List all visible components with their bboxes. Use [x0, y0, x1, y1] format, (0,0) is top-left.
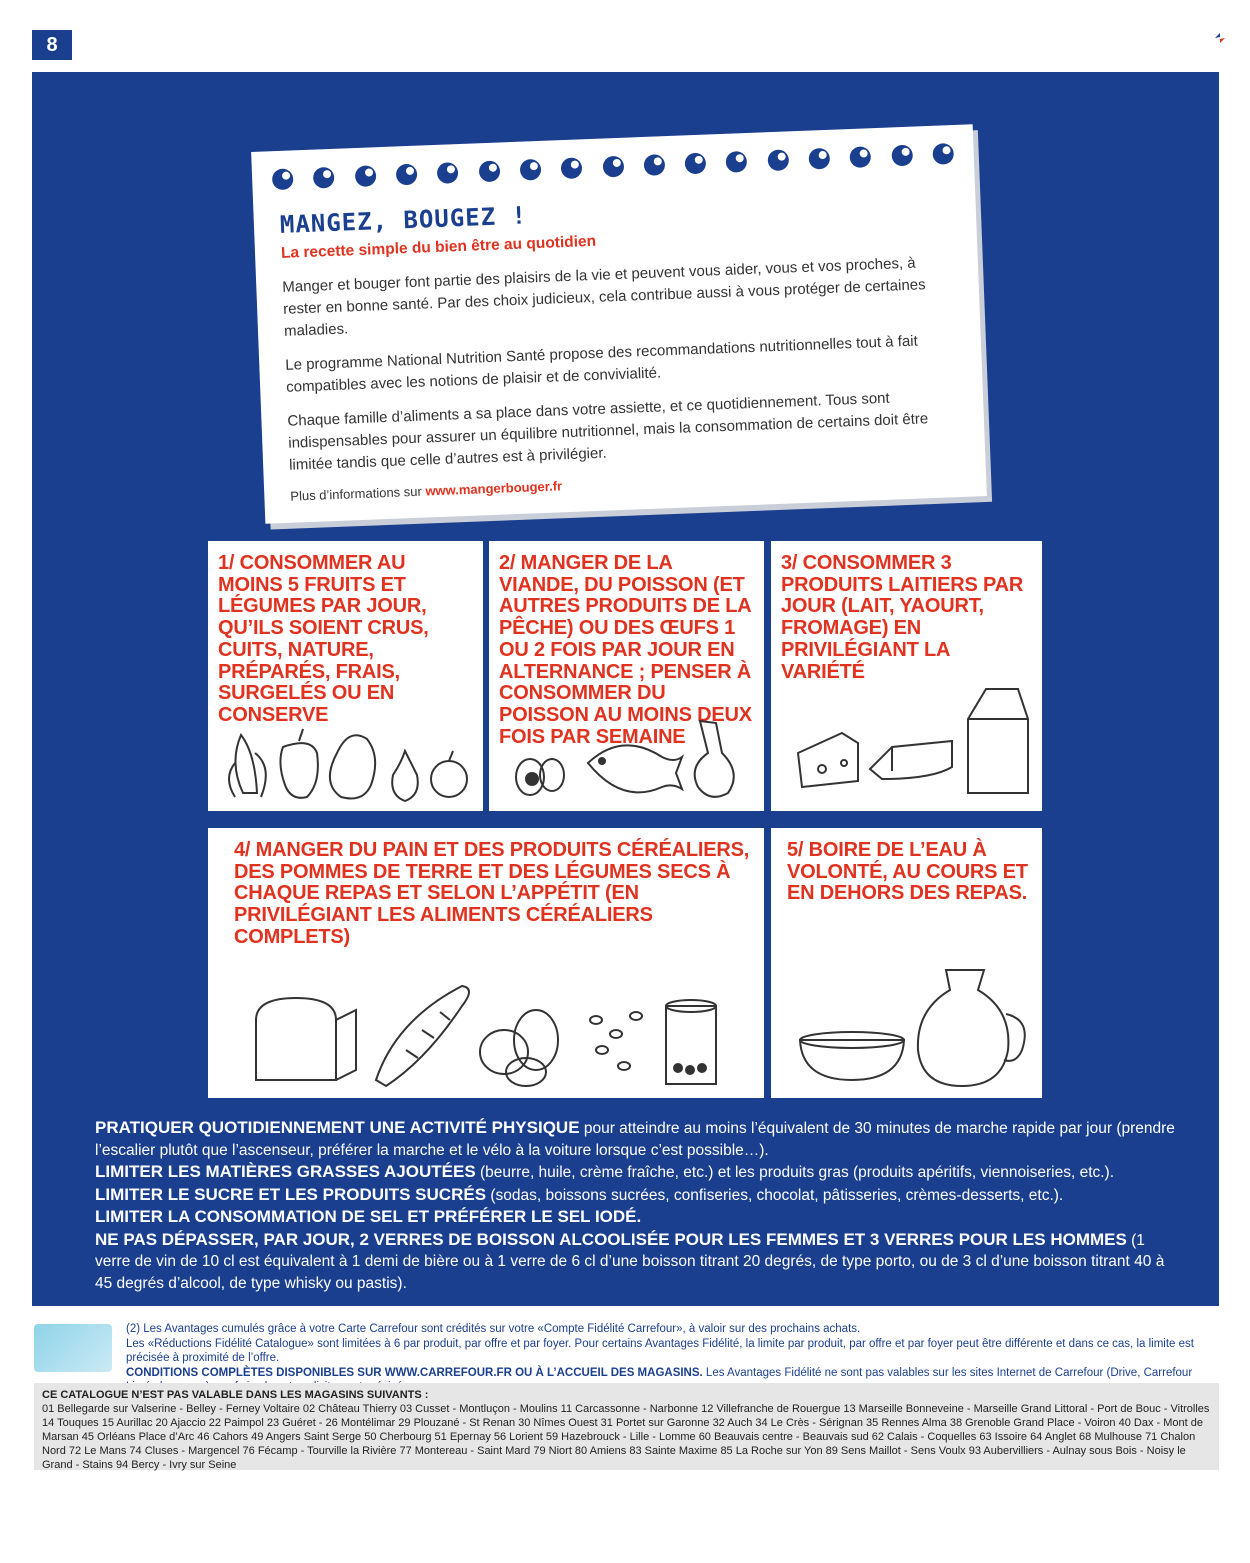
advice-head: PRATIQUER QUOTIDIENNEMENT UNE ACTIVITÉ P… — [95, 1118, 580, 1137]
mangerbouger-link[interactable]: www.mangerbouger.fr — [425, 478, 563, 499]
dairy-icon — [771, 683, 1042, 803]
advice-card-water: 5/ BOIRE DE L’EAU À VOLONTÉ, AU COURS ET… — [771, 828, 1042, 1098]
card-text: 5/ BOIRE DE L’EAU À VOLONTÉ, AU COURS ET… — [787, 839, 1028, 905]
legal-notice: (2) Les Avantages cumulés grâce à votre … — [34, 1322, 1219, 1393]
loyalty-card-image — [34, 1324, 112, 1372]
legal-line: Les «Réductions Fidélité Catalogue» sont… — [126, 1337, 1194, 1365]
advice-head: LIMITER LES MATIÈRES GRASSES AJOUTÉES — [95, 1162, 476, 1181]
advice-card-protein: 2/ MANGER DE LA VIANDE, DU POISSON (ET A… — [489, 541, 764, 811]
excluded-stores-list: 01 Bellegarde sur Valserine - Belley - F… — [42, 1403, 1210, 1471]
cereals-icon — [208, 980, 764, 1090]
advice-item: LIMITER LA CONSOMMATION DE SEL ET PRÉFÉR… — [95, 1206, 1175, 1229]
vegetables-icon — [208, 723, 483, 803]
water-icon — [771, 960, 1042, 1090]
page-number: 8 — [32, 30, 72, 60]
notepad-card: MANGEZ, BOUGEZ ! La recette simple du bi… — [251, 124, 987, 524]
excluded-stores: CE CATALOGUE N’EST PAS VALABLE DANS LES … — [34, 1383, 1219, 1471]
advice-body: (beurre, huile, crème fraîche, etc.) et … — [475, 1164, 1115, 1181]
advice-item: NE PAS DÉPASSER, PAR JOUR, 2 VERRES DE B… — [95, 1229, 1175, 1295]
card-text: 2/ MANGER DE LA VIANDE, DU POISSON (ET A… — [499, 552, 752, 748]
advice-card-fruits-vegetables: 1/ CONSOMMER AU MOINS 5 FRUITS ET LÉGUME… — [208, 541, 483, 811]
card-text: 4/ MANGER DU PAIN ET DES PRODUITS CÉRÉAL… — [234, 839, 750, 948]
advice-body: pour atteindre au moins l’équivalent de … — [95, 1120, 1175, 1159]
advice-head: NE PAS DÉPASSER, PAR JOUR, 2 VERRES DE B… — [95, 1229, 1127, 1249]
protein-icon — [489, 713, 764, 803]
more-info-label: Plus d’informations sur — [290, 483, 423, 504]
advice-body: (sodas, boissons sucrées, confiseries, c… — [486, 1186, 1064, 1204]
advice-item: PRATIQUER QUOTIDIENNEMENT UNE ACTIVITÉ P… — [95, 1117, 1175, 1161]
advice-head: LIMITER LA CONSOMMATION DE SEL ET PRÉFÉR… — [95, 1207, 642, 1226]
carrefour-logo-icon — [1215, 33, 1225, 43]
advice-item: LIMITER LE SUCRE ET LES PRODUITS SUCRÉS … — [95, 1184, 1175, 1207]
advice-item: LIMITER LES MATIÈRES GRASSES AJOUTÉES (b… — [95, 1161, 1175, 1184]
advice-list: PRATIQUER QUOTIDIENNEMENT UNE ACTIVITÉ P… — [95, 1117, 1175, 1294]
spiral-rings — [271, 143, 955, 191]
notepad-paragraph: Chaque famille d’aliments a sa place dan… — [287, 389, 929, 474]
advice-card-dairy: 3/ CONSOMMER 3 PRODUITS LAITIERS PAR JOU… — [771, 541, 1042, 811]
advice-head: LIMITER LE SUCRE ET LES PRODUITS SUCRÉS — [95, 1184, 487, 1204]
notepad-paragraph: Manger et bouger font partie des plaisir… — [282, 254, 926, 340]
card-text: 3/ CONSOMMER 3 PRODUITS LAITIERS PAR JOU… — [781, 552, 1024, 683]
card-text: 1/ CONSOMMER AU MOINS 5 FRUITS ET LÉGUME… — [218, 552, 429, 726]
advice-body: (1 verre de vin de 10 cl est équivalent … — [95, 1231, 1165, 1292]
legal-conditions: CONDITIONS COMPLÈTES DISPONIBLES SUR WWW… — [126, 1366, 703, 1379]
legal-line: (2) Les Avantages cumulés grâce à votre … — [126, 1323, 861, 1335]
advice-card-cereals: 4/ MANGER DU PAIN ET DES PRODUITS CÉRÉAL… — [208, 828, 764, 1098]
excluded-stores-title: CE CATALOGUE N’EST PAS VALABLE DANS LES … — [42, 1389, 429, 1401]
